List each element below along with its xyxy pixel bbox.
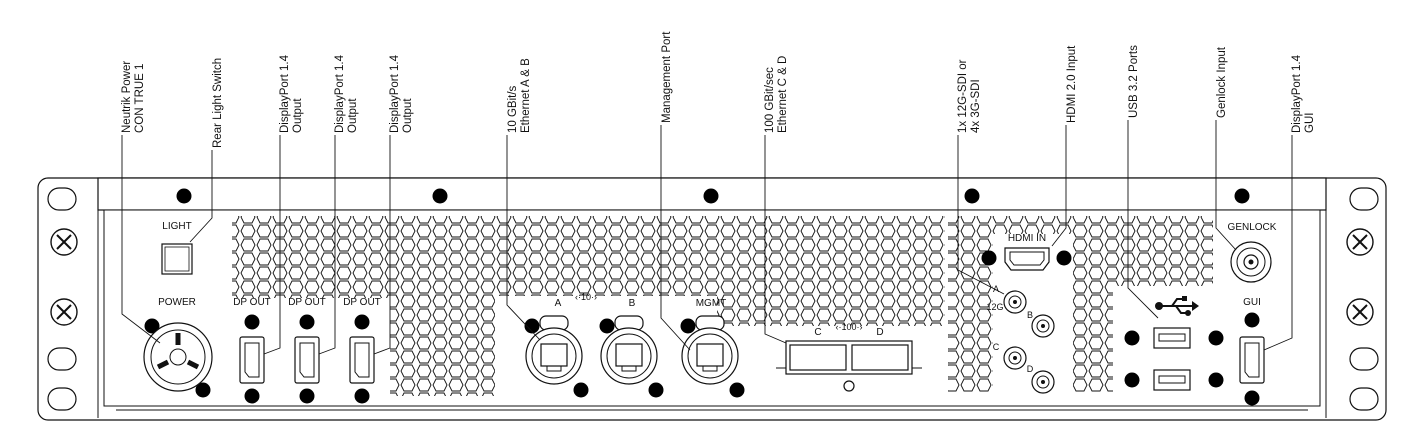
rack-screw-icon bbox=[50, 228, 78, 256]
displayport-outputs bbox=[239, 336, 1265, 384]
screw-icon bbox=[1244, 312, 1260, 328]
screw-icon bbox=[680, 318, 696, 334]
screw-icon bbox=[432, 188, 448, 204]
label-power: POWER bbox=[158, 297, 196, 308]
bnc-icon bbox=[1003, 346, 1027, 370]
dp-port-icon bbox=[1239, 336, 1265, 384]
hdmi-port bbox=[1004, 247, 1050, 271]
usb-icon bbox=[1155, 296, 1199, 316]
rack-screws bbox=[50, 228, 1374, 326]
label-sdi-c: C bbox=[993, 342, 1000, 352]
callout-rear-light-switch: Rear Light Switch bbox=[212, 58, 224, 148]
ethernet-port-icon bbox=[525, 315, 583, 385]
label-eth-ab-speed: ‹·10·› bbox=[575, 292, 597, 302]
label-mgmt: MGMT bbox=[696, 298, 727, 309]
ethernet-port-icon bbox=[681, 315, 739, 385]
label-hdmi-in: HDMI IN bbox=[1008, 233, 1046, 244]
callout-ethernet-ab: 10 GBit/sEthernet A & B bbox=[507, 58, 532, 133]
label-dp-out-3: DP OUT bbox=[343, 297, 381, 308]
label-sdi-d: D bbox=[1027, 364, 1034, 374]
callout-ethernet-cd: 100 GBit/secEthernet C & D bbox=[764, 56, 789, 133]
qsfp-cage bbox=[776, 340, 922, 392]
rack-ear-right bbox=[1349, 187, 1379, 411]
callout-dp-gui: DisplayPort 1.4GUI bbox=[1291, 54, 1316, 133]
dp-port-icon bbox=[349, 336, 375, 384]
rack-ear-left bbox=[47, 187, 77, 411]
bnc-icon bbox=[1003, 290, 1027, 314]
callout-sdi: 1x 12G-SDI or4x 3G-SDI bbox=[957, 59, 982, 133]
dp-port-icon bbox=[239, 336, 265, 384]
screw-icon bbox=[573, 382, 589, 398]
callout-dp-output-1: DisplayPort 1.4Output bbox=[279, 54, 304, 133]
screw-icon bbox=[354, 314, 370, 330]
sdi-connectors bbox=[1003, 290, 1055, 394]
label-dp-out-2: DP OUT bbox=[288, 297, 326, 308]
callout-dp-output-2: DisplayPort 1.4Output bbox=[334, 54, 359, 133]
screw-icon bbox=[244, 388, 260, 404]
callout-labels: Neutrik PowerCON TRUE 1 Rear Light Switc… bbox=[121, 31, 1316, 148]
light-switch bbox=[161, 243, 193, 275]
label-qsfp-d: D bbox=[876, 327, 883, 338]
ethernet-port-icon bbox=[600, 315, 658, 385]
label-light: LIGHT bbox=[162, 221, 191, 232]
screw-icon bbox=[1124, 372, 1140, 388]
label-sdi-a: A bbox=[993, 284, 999, 294]
label-genlock: GENLOCK bbox=[1228, 222, 1277, 233]
screw-icon bbox=[1208, 372, 1224, 388]
label-sdi-12g: 12G bbox=[986, 302, 1003, 312]
screw-icon bbox=[176, 188, 192, 204]
screw-icon bbox=[1124, 330, 1140, 346]
label-qsfp-speed: ‹·100·› bbox=[835, 322, 862, 332]
callout-management-port: Management Port bbox=[661, 31, 673, 123]
rack-screw-icon bbox=[1346, 228, 1374, 256]
screw-icon bbox=[1244, 390, 1260, 406]
callout-dp-output-3: DisplayPort 1.4Output bbox=[389, 54, 414, 133]
label-sdi-b: B bbox=[1027, 310, 1033, 320]
screw-icon bbox=[244, 314, 260, 330]
screw-icon bbox=[1056, 250, 1072, 266]
dp-port-icon bbox=[294, 336, 320, 384]
callout-neutrik-power: Neutrik PowerCON TRUE 1 bbox=[121, 61, 146, 133]
bnc-icon bbox=[1031, 370, 1055, 394]
callout-genlock-input: Genlock Input bbox=[1216, 46, 1228, 118]
label-eth-b: B bbox=[629, 298, 636, 309]
callout-usb-ports: USB 3.2 Ports bbox=[1128, 45, 1140, 118]
screw-icon bbox=[299, 388, 315, 404]
screw-icon bbox=[729, 382, 745, 398]
screw-icon bbox=[1208, 330, 1224, 346]
genlock-connector bbox=[1230, 241, 1272, 283]
screw-icon bbox=[964, 188, 980, 204]
bnc-icon bbox=[1031, 314, 1055, 338]
screw-icon bbox=[981, 250, 997, 266]
screw-icon bbox=[703, 188, 719, 204]
usb-ports bbox=[1153, 327, 1191, 391]
screw-icon bbox=[599, 318, 615, 334]
label-gui: GUI bbox=[1243, 297, 1261, 308]
screw-icon bbox=[354, 388, 370, 404]
panel-labels: LIGHT POWER DP OUT DP OUT DP OUT A B ‹·1… bbox=[158, 221, 1277, 374]
screw-icon bbox=[1234, 188, 1250, 204]
ethercon-ports bbox=[525, 315, 739, 385]
power-connector bbox=[143, 322, 213, 392]
label-eth-a: A bbox=[555, 298, 562, 309]
label-dp-out-1: DP OUT bbox=[233, 297, 271, 308]
label-qsfp-c: C bbox=[814, 327, 821, 338]
screw-icon bbox=[648, 382, 664, 398]
rack-screw-icon bbox=[50, 298, 78, 326]
callout-hdmi-input: HDMI 2.0 Input bbox=[1066, 45, 1078, 123]
leader-lines bbox=[121, 120, 1293, 355]
rack-screw-icon bbox=[1346, 298, 1374, 326]
screw-icon bbox=[299, 314, 315, 330]
vent-grille bbox=[232, 216, 1213, 396]
